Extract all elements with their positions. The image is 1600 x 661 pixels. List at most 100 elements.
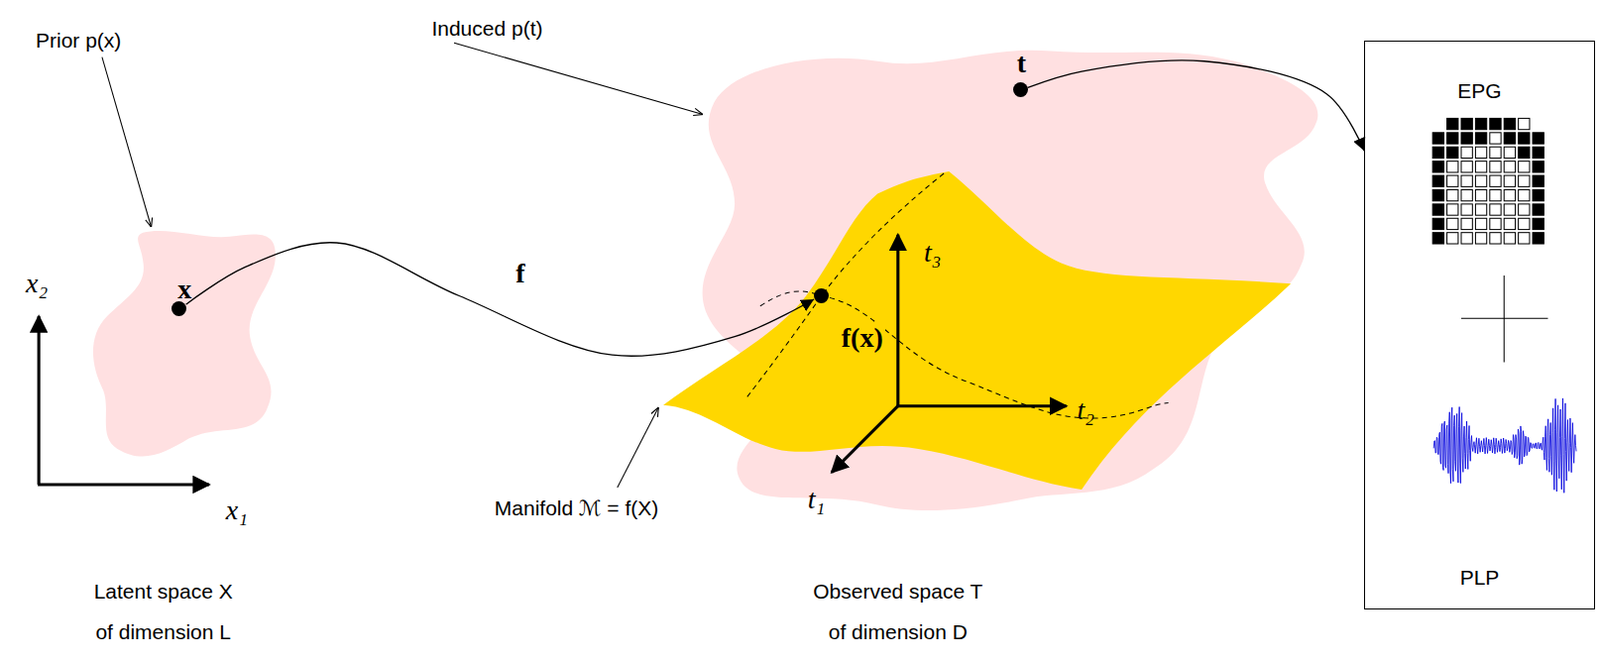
epg-electrode xyxy=(1518,146,1530,158)
induced-label: Induced p(t) xyxy=(431,16,543,41)
epg-electrode xyxy=(1461,132,1473,144)
epg-electrode xyxy=(1461,146,1473,158)
epg-electrode xyxy=(1489,117,1501,129)
epg-electrode xyxy=(1518,218,1530,229)
manifold-sheet xyxy=(663,171,1291,490)
epg-electrode xyxy=(1432,161,1444,173)
epg-electrode xyxy=(1489,218,1501,229)
epg-electrode xyxy=(1447,175,1459,187)
space-caption: Latent space X of dimension L xyxy=(88,571,238,654)
epg-electrode xyxy=(1432,204,1444,216)
epg-electrode xyxy=(1503,204,1515,216)
epg-electrode xyxy=(1532,204,1544,216)
observed-point: t xyxy=(1013,82,1029,98)
epg-electrode xyxy=(1532,161,1544,173)
mapping-arrow xyxy=(186,242,814,357)
epg-electrode xyxy=(1503,175,1515,187)
epg-electrode xyxy=(1518,175,1530,187)
waveform-trace xyxy=(1433,398,1577,493)
epg-electrode xyxy=(1461,161,1473,173)
axis-label: t₁ xyxy=(807,483,826,516)
epg-electrode xyxy=(1532,132,1544,144)
mapping-label: f xyxy=(515,257,525,290)
epg-electrode xyxy=(1447,189,1459,201)
point-label: f(x) xyxy=(839,322,886,354)
epg-electrode xyxy=(1489,132,1501,144)
panel-heading: PLP xyxy=(1365,566,1595,590)
epg-electrode xyxy=(1447,204,1459,216)
epg-electrode xyxy=(1532,232,1544,244)
epg-electrode xyxy=(1447,146,1459,158)
epg-palatogram xyxy=(1432,117,1544,244)
epg-electrode xyxy=(1475,218,1486,229)
epg-electrode xyxy=(1532,189,1544,201)
epg-electrode xyxy=(1532,218,1544,229)
axis-label: t₂ xyxy=(1076,394,1095,427)
epg-electrode xyxy=(1489,161,1501,173)
latent-axes xyxy=(37,316,210,485)
epg-electrode xyxy=(1475,132,1486,144)
space-caption: Observed space T of dimension D xyxy=(808,571,989,654)
epg-electrode xyxy=(1432,189,1444,201)
epg-electrode xyxy=(1489,232,1501,244)
epg-electrode xyxy=(1475,175,1486,187)
epg-electrode xyxy=(1432,175,1444,187)
observed-axes xyxy=(831,234,1067,473)
epg-electrode xyxy=(1489,146,1501,158)
epg-electrode xyxy=(1503,161,1515,173)
epg-electrode xyxy=(1432,132,1444,144)
latent-prior-region xyxy=(93,230,276,458)
epg-electrode xyxy=(1503,232,1515,244)
epg-electrode xyxy=(1461,117,1473,129)
epg-electrode xyxy=(1503,132,1515,144)
epg-electrode xyxy=(1489,175,1501,187)
epg-electrode xyxy=(1475,146,1486,158)
epg-electrode xyxy=(1489,204,1501,216)
point-label: t xyxy=(1017,47,1027,80)
axis-label: t₃ xyxy=(923,236,942,269)
epg-electrode xyxy=(1475,161,1486,173)
plus-sign xyxy=(1461,275,1548,362)
leader-lines xyxy=(102,42,702,488)
epg-electrode xyxy=(1447,232,1459,244)
axis-label: x₁ xyxy=(226,494,248,527)
latent-point: x xyxy=(171,301,187,317)
panel-heading: EPG xyxy=(1365,79,1595,104)
epg-electrode xyxy=(1461,204,1473,216)
epg-electrode xyxy=(1503,117,1515,129)
epg-electrode xyxy=(1489,189,1501,201)
epg-electrode xyxy=(1532,175,1544,187)
epg-electrode xyxy=(1432,218,1444,229)
epg-electrode xyxy=(1475,204,1486,216)
mapping-arrow xyxy=(1028,60,1365,151)
manifold-grid-line xyxy=(760,291,1169,419)
epg-electrode xyxy=(1447,132,1459,144)
point-label: x xyxy=(177,273,192,306)
epg-electrode xyxy=(1432,232,1444,244)
epg-electrode xyxy=(1518,117,1530,129)
epg-electrode xyxy=(1475,189,1486,201)
epg-electrode xyxy=(1432,146,1444,158)
feature-panel: EPG PLP xyxy=(1364,40,1596,609)
epg-electrode xyxy=(1461,175,1473,187)
epg-electrode xyxy=(1518,161,1530,173)
epg-electrode xyxy=(1503,146,1515,158)
epg-electrode xyxy=(1475,117,1486,129)
epg-electrode xyxy=(1461,218,1473,229)
epg-electrode xyxy=(1518,204,1530,216)
epg-electrode xyxy=(1447,161,1459,173)
epg-electrode xyxy=(1503,189,1515,201)
epg-electrode xyxy=(1475,232,1486,244)
plp-waveform xyxy=(1433,398,1577,493)
prior-label: Prior p(x) xyxy=(35,28,121,53)
epg-electrode xyxy=(1447,117,1459,129)
epg-electrode xyxy=(1447,218,1459,229)
epg-electrode xyxy=(1518,132,1530,144)
epg-electrode xyxy=(1461,232,1473,244)
epg-electrode xyxy=(1532,146,1544,158)
epg-electrode xyxy=(1518,232,1530,244)
manifold-label: Manifold ℳ = f(X) xyxy=(494,496,659,521)
